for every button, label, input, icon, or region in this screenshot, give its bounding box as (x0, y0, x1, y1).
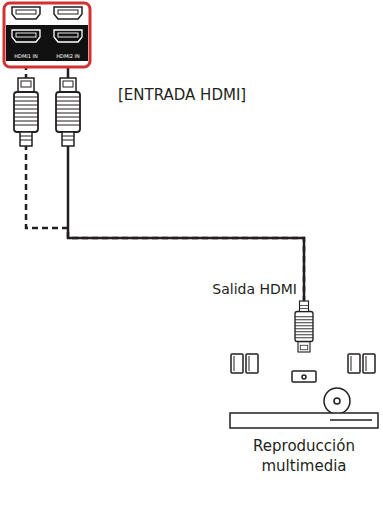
node-text: HDMI2 IN (56, 53, 79, 60)
hdmi-port: HDMI2 IN (51, 27, 85, 61)
port-panel (4, 3, 90, 67)
hdmi-cable (68, 61, 304, 352)
cable-label: Salida HDMI (212, 281, 297, 298)
media-player: Reproducción multimedia (226, 352, 382, 480)
node-text: HDMI1 IN (14, 53, 37, 60)
port-label: [ENTRADA HDMI] (118, 86, 246, 104)
hdmi-cable (26, 61, 304, 352)
node-text: Reproducción multimedia (226, 437, 382, 476)
hdmi-port: HDMI1 IN (9, 27, 43, 61)
